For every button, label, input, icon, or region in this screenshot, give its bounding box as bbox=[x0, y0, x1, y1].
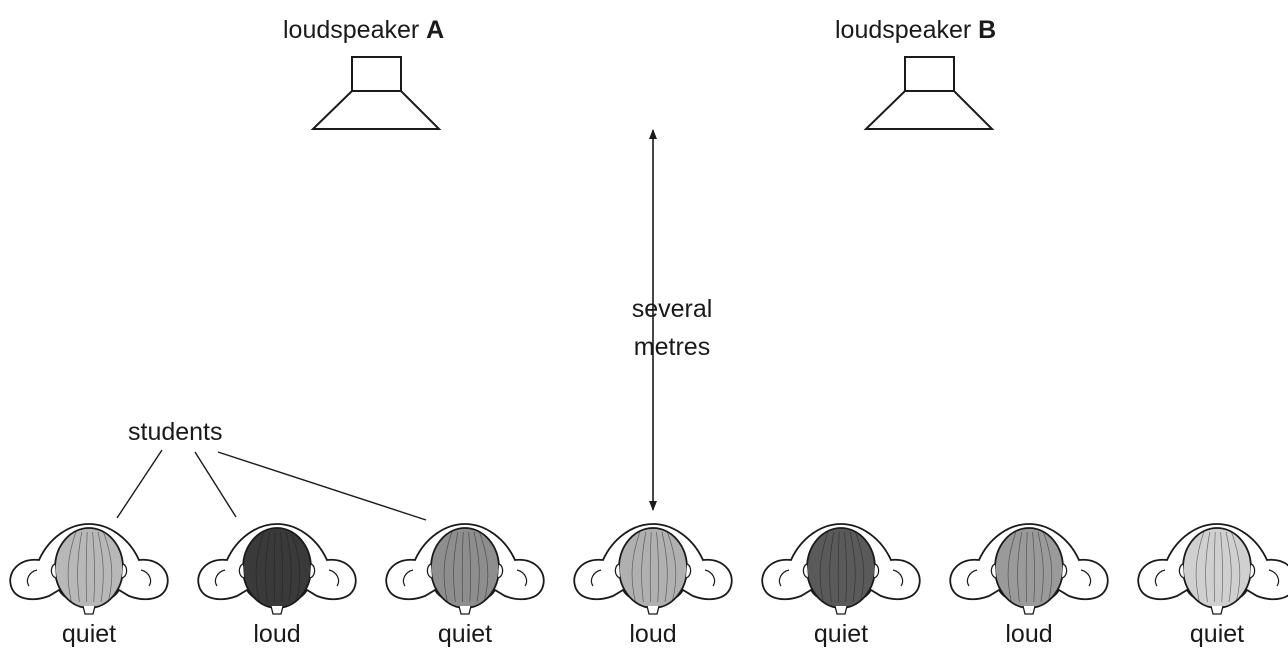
loudspeaker-b-label: loudspeaker B bbox=[835, 16, 997, 44]
student-state-7: quiet bbox=[1189, 620, 1245, 648]
student-state-2: loud bbox=[253, 620, 301, 648]
student-head bbox=[618, 527, 688, 609]
student-state-1: quiet bbox=[61, 620, 117, 648]
loudspeaker-a-label: loudspeaker A bbox=[283, 16, 445, 44]
student-figure bbox=[385, 523, 545, 615]
student-figure bbox=[197, 523, 357, 615]
distance-label: several metres bbox=[612, 290, 732, 366]
student-head bbox=[806, 527, 876, 609]
student-figure bbox=[573, 523, 733, 615]
student-state-3: quiet bbox=[437, 620, 493, 648]
student-figure bbox=[949, 523, 1109, 615]
distance-line-2: metres bbox=[633, 333, 711, 361]
student-head bbox=[54, 527, 124, 609]
student-figure bbox=[761, 523, 921, 615]
distance-line-1: several bbox=[631, 295, 713, 323]
student-head bbox=[242, 527, 312, 609]
student-state-5: quiet bbox=[813, 620, 869, 648]
student-state-6: loud bbox=[1005, 620, 1053, 648]
loudspeaker-a bbox=[310, 56, 442, 130]
students-label: students bbox=[128, 418, 223, 446]
student-state-4: loud bbox=[629, 620, 677, 648]
students-leader-lines bbox=[116, 449, 427, 521]
student-figure bbox=[1137, 523, 1288, 615]
student-head bbox=[430, 527, 500, 609]
student-figure bbox=[9, 523, 169, 615]
loudspeaker-b bbox=[863, 56, 995, 130]
student-head bbox=[1182, 527, 1252, 609]
student-head bbox=[994, 527, 1064, 609]
